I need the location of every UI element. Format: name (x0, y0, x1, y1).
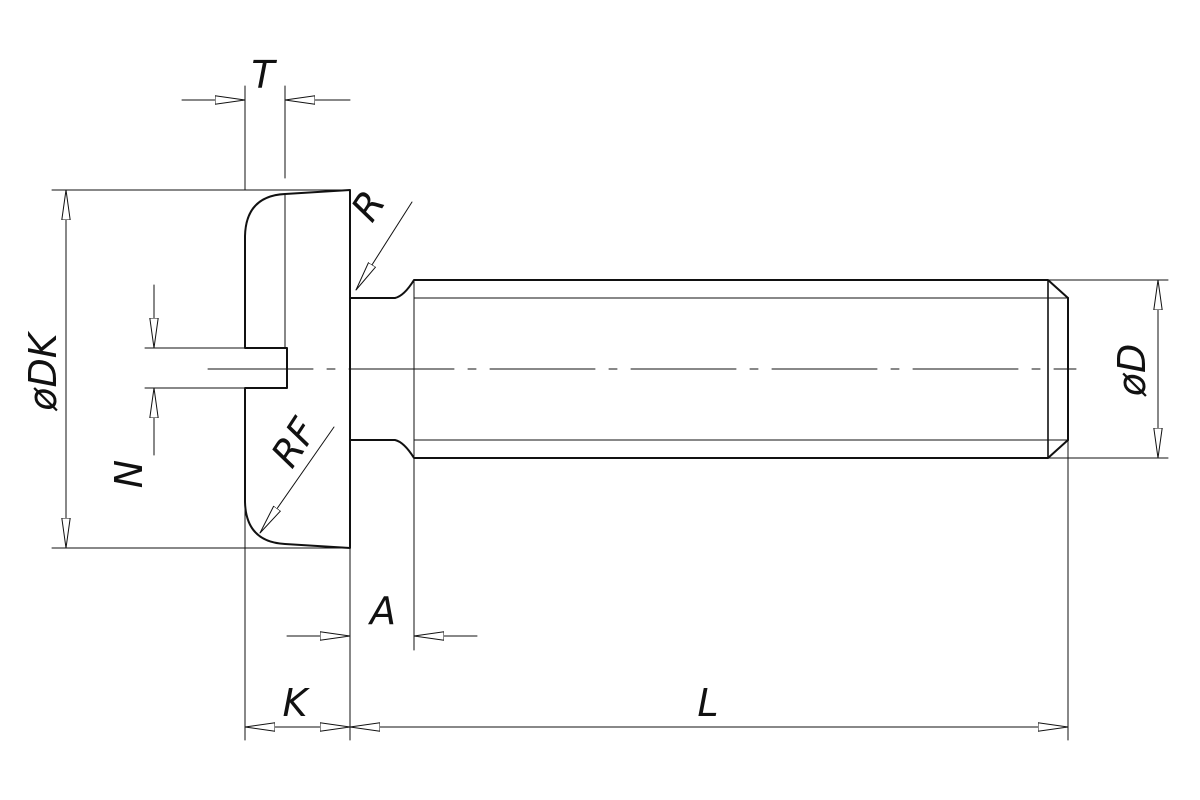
label-l: L (697, 681, 718, 725)
shank-outline-upper (349, 279, 1069, 299)
shank-outline-lower (349, 439, 1069, 459)
label-k: K (283, 681, 311, 725)
label-n: N (107, 460, 151, 488)
label-a: A (367, 589, 396, 633)
label-dk: øDK (21, 330, 65, 412)
head-outline (244, 189, 351, 549)
dim-rf-leader (259, 426, 335, 534)
label-d: øD (1110, 344, 1154, 398)
dim-r-leader (355, 201, 413, 291)
label-t: T (251, 53, 277, 97)
label-rf: RF (263, 410, 327, 475)
